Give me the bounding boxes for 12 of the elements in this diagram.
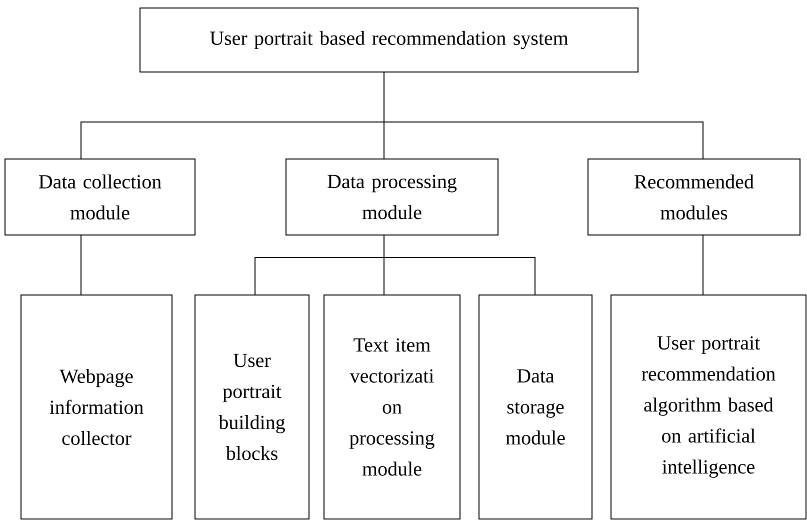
- connector-line: [384, 234, 536, 296]
- module-box: Data processing module: [286, 158, 498, 236]
- module-box: Recommended modules: [588, 158, 800, 236]
- connector-line: [80, 234, 82, 296]
- component-box: Data storage module: [478, 294, 592, 520]
- title-box: User portrait based recommendation system: [140, 8, 638, 72]
- module-box: Data collection module: [4, 158, 196, 236]
- component-box: Webpage information collector: [20, 294, 172, 520]
- component-box: User portrait recommendation algorithm based on artificial intelligence: [610, 294, 806, 520]
- connector-line: [702, 234, 704, 296]
- component-box: Text item vectorizati on processing module: [324, 294, 460, 520]
- component-box: User portrait building blocks: [194, 294, 310, 520]
